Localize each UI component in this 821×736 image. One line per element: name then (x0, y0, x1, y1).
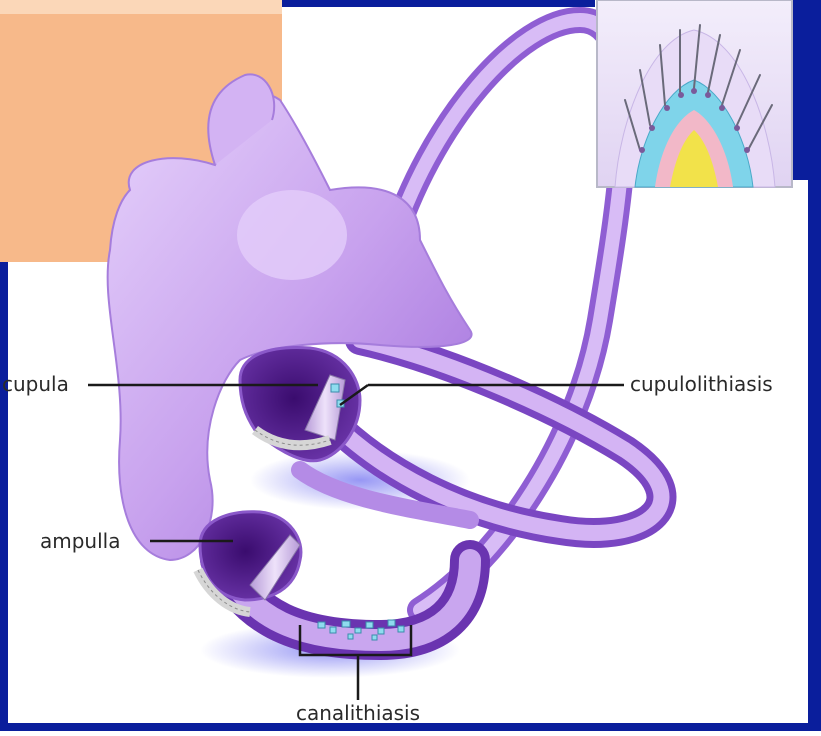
canalithiasis-label: canalithiasis (296, 703, 420, 723)
cupulolithiasis-label: cupulolithiasis (630, 374, 773, 394)
lower-ampulla (198, 512, 301, 612)
ampulla-label: ampulla (40, 531, 120, 551)
cupula-label: cupula (2, 374, 69, 394)
hair-cell-inset (597, 0, 792, 187)
